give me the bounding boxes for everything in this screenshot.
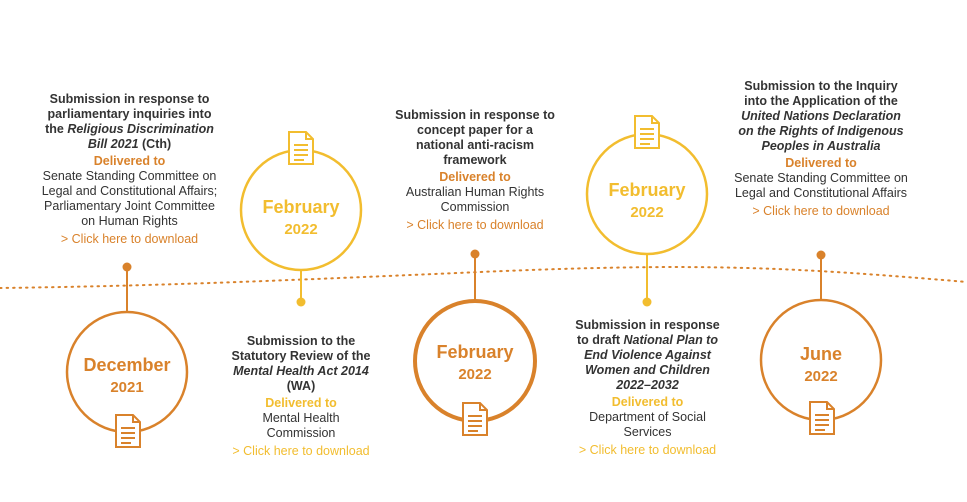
month: December: [83, 355, 171, 375]
document-icon[interactable]: [808, 400, 836, 436]
timeline-dotted-line: [0, 266, 967, 289]
delivered-label: Delivered to: [611, 395, 684, 409]
connector-dot-3: [470, 249, 480, 259]
submission-block-1: Submission in response to parliamentary …: [37, 92, 222, 247]
date-label-5: June 2022: [761, 344, 881, 385]
download-link[interactable]: > Click here to download: [232, 444, 370, 458]
month: February: [608, 180, 686, 200]
connector-dot-5: [816, 250, 826, 260]
download-link[interactable]: > Click here to download: [578, 443, 717, 457]
submission-title: Submission to the Inquiry into the Appli…: [738, 79, 904, 153]
delivered-label: Delivered to: [439, 170, 511, 184]
year: 2022: [630, 203, 664, 221]
document-icon[interactable]: [114, 413, 142, 449]
date-label-2: February 2022: [241, 197, 361, 238]
year: 2022: [804, 367, 838, 385]
submission-title: Submission in response to draft National…: [575, 318, 720, 392]
delivered-to: Department of Social Services: [589, 410, 706, 439]
download-link[interactable]: > Click here to download: [406, 218, 544, 232]
connector-dot-2: [296, 297, 306, 307]
delivered-label: Delivered to: [93, 154, 166, 168]
year: 2021: [110, 378, 144, 396]
month: February: [436, 342, 514, 362]
download-link[interactable]: > Click here to download: [752, 204, 890, 218]
date-label-4: February 2022: [587, 180, 707, 221]
date-label-3: February 2022: [415, 342, 535, 383]
connector-dot-1: [122, 262, 132, 272]
submission-block-4: Submission in response to draft National…: [570, 318, 725, 458]
month: June: [799, 344, 842, 364]
submission-title: Submission in response to parliamentary …: [45, 92, 214, 151]
delivered-to: Senate Standing Committee on Legal and C…: [734, 171, 908, 200]
submission-title: Submission in response to concept paper …: [395, 108, 555, 167]
submission-title: Submission to the Statutory Review of th…: [231, 334, 371, 393]
submission-block-5: Submission to the Inquiry into the Appli…: [732, 79, 910, 219]
submission-block-3: Submission in response to concept paper …: [395, 108, 555, 233]
submission-block-2: Submission to the Statutory Review of th…: [230, 334, 372, 459]
delivered-to: Senate Standing Committee on Legal and C…: [41, 169, 218, 228]
year: 2022: [458, 365, 492, 383]
document-icon[interactable]: [633, 114, 661, 150]
document-icon[interactable]: [461, 401, 489, 437]
date-label-1: December 2021: [67, 355, 187, 396]
delivered-to: Mental Health Commission: [262, 411, 340, 440]
connector-dot-4: [642, 297, 652, 307]
delivered-to: Australian Human Rights Commission: [405, 185, 545, 214]
download-link[interactable]: > Click here to download: [60, 232, 199, 246]
year: 2022: [284, 220, 318, 238]
delivered-label: Delivered to: [785, 156, 857, 170]
month: February: [262, 197, 340, 217]
document-icon[interactable]: [287, 130, 315, 166]
delivered-label: Delivered to: [265, 396, 337, 410]
